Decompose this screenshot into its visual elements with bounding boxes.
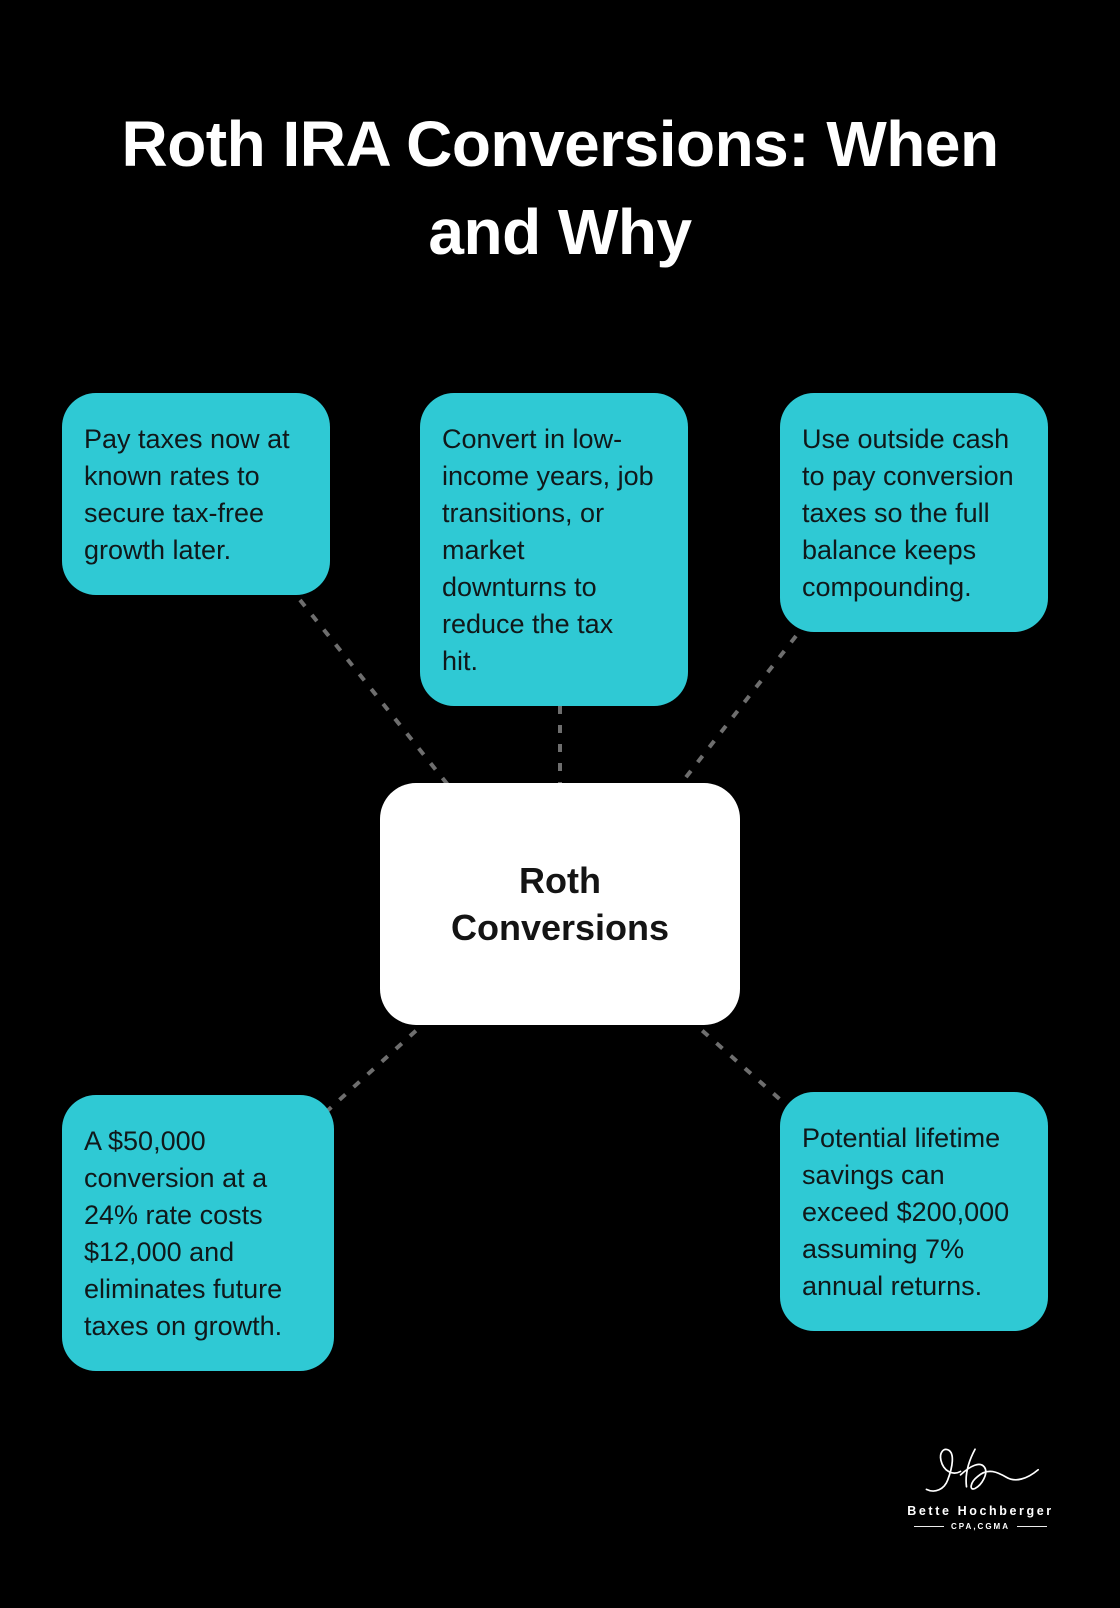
- connector-line-top-right: [674, 634, 798, 792]
- connector-line-top-left: [298, 598, 454, 792]
- brand-name: Bette Hochberger: [907, 1504, 1054, 1518]
- connector-line-bottom-left: [324, 1016, 432, 1114]
- brand-credentials-row: CPA,CGMA: [893, 1522, 1068, 1531]
- brand-block: Bette Hochberger CPA,CGMA: [893, 1445, 1068, 1531]
- credential-rule-left: [914, 1526, 945, 1527]
- credential-rule-right: [1016, 1526, 1047, 1527]
- bh-monogram-icon: [925, 1448, 1039, 1492]
- connector-line-bottom-right: [686, 1016, 794, 1112]
- brand-credentials: CPA,CGMA: [951, 1522, 1010, 1531]
